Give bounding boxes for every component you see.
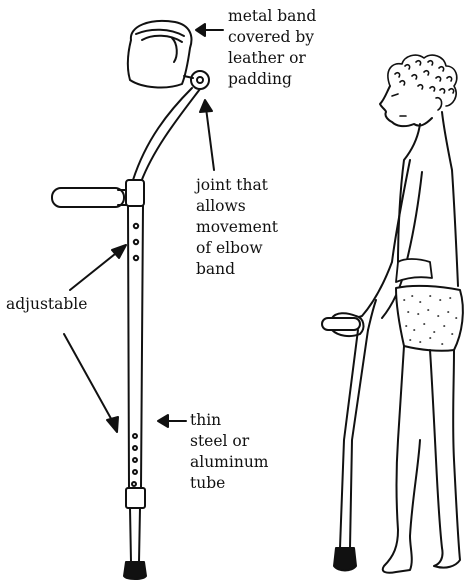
label-line: of elbow bbox=[196, 238, 278, 259]
label-line: joint that bbox=[196, 175, 278, 196]
crutch-upper-arm bbox=[133, 88, 192, 180]
label-line: metal band bbox=[228, 6, 316, 27]
child-using-crutch-illustration bbox=[322, 55, 463, 573]
child-underpants bbox=[396, 286, 463, 351]
rubber-tip bbox=[124, 562, 146, 579]
label-line: leather or bbox=[228, 48, 316, 69]
metal-band-arrow bbox=[196, 24, 223, 36]
elbow-cuff bbox=[128, 21, 192, 88]
label-adjustable: adjustable bbox=[6, 294, 87, 315]
label-line: tube bbox=[190, 473, 269, 494]
tube-arrow bbox=[158, 415, 186, 427]
label-line: allows bbox=[196, 196, 278, 217]
adjustable-down-arrow bbox=[64, 334, 118, 432]
joint-arrow bbox=[200, 100, 214, 170]
label-line: band bbox=[196, 259, 278, 280]
label-line: adjustable bbox=[6, 294, 87, 315]
lower-collar bbox=[126, 488, 145, 508]
label-line: padding bbox=[228, 69, 316, 90]
adjustable-up-arrow bbox=[70, 245, 126, 290]
upper-adjustment-holes bbox=[134, 224, 138, 260]
child-crutch-shaft bbox=[340, 330, 368, 548]
label-tube: thin steel or aluminum tube bbox=[190, 410, 269, 494]
label-line: thin bbox=[190, 410, 269, 431]
hand-grip bbox=[52, 188, 126, 207]
label-metal-band: metal band covered by leather or padding bbox=[228, 6, 316, 90]
child-face bbox=[380, 86, 432, 126]
label-line: movement bbox=[196, 217, 278, 238]
lower-adjustment-holes bbox=[132, 434, 137, 486]
label-line: aluminum bbox=[190, 452, 269, 473]
lower-tube bbox=[130, 508, 140, 562]
child-legs bbox=[383, 346, 460, 573]
elbow-joint bbox=[184, 71, 209, 89]
label-line: steel or bbox=[190, 431, 269, 452]
label-joint: joint that allows movement of elbow band bbox=[196, 175, 278, 280]
label-line: covered by bbox=[228, 27, 316, 48]
child-hair bbox=[388, 55, 457, 106]
handle-collar bbox=[126, 180, 144, 206]
child-crutch-tip bbox=[334, 548, 356, 571]
